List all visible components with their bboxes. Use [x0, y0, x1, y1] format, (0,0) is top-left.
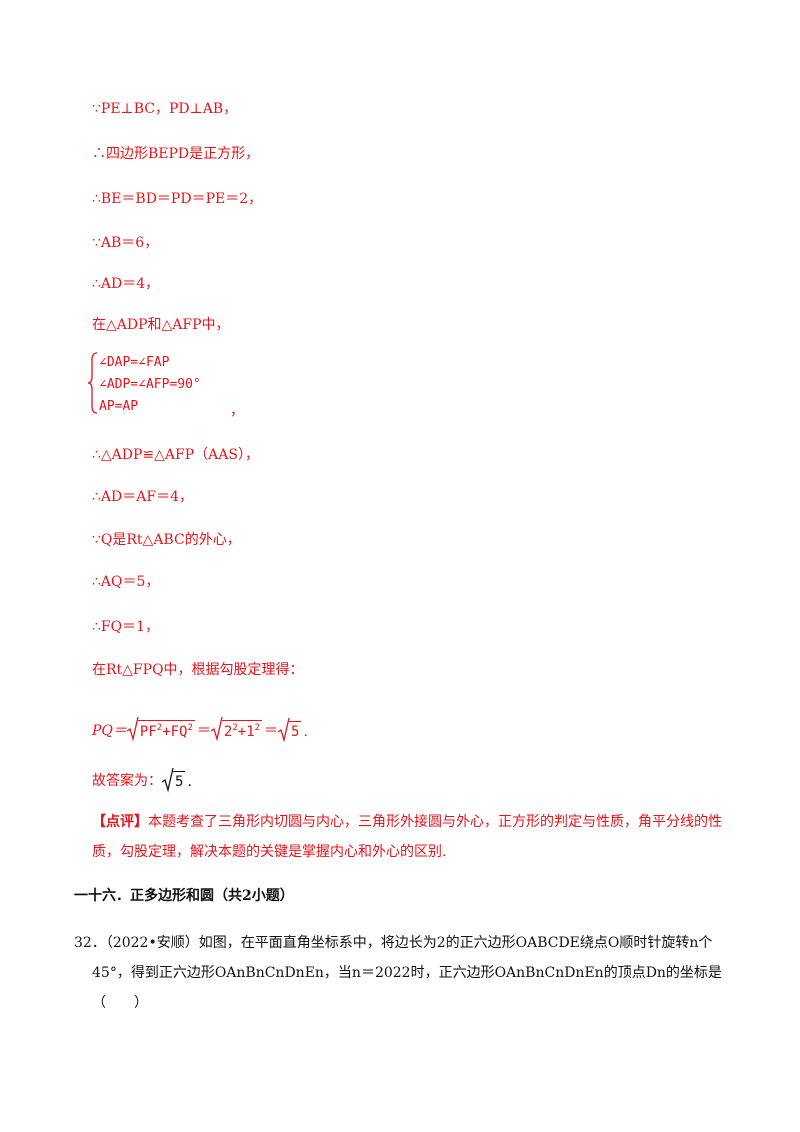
formula-eq-2: ＝ [264, 723, 279, 739]
question-line-2: 45°，得到正六边形OAnBnCnDnEn，当n＝2022时，正六边形OAnBn… [92, 965, 722, 1011]
step-ad: ∴AD＝4， [92, 276, 160, 292]
question-32: 32．（2022•安顺）如图，在平面直角坐标系中，将边长为2的正六边形OABCD… [74, 928, 734, 1018]
radical-sign-icon [278, 717, 290, 743]
sqrt-1: PF2+FQ2 [126, 716, 195, 742]
equation-system: ∠DAP=∠FAP ∠ADP=∠AFP=90° AP=AP ， [88, 352, 244, 419]
step-equal-sides: ∴BE＝BD＝PD＝PE＝2， [92, 191, 263, 207]
radical-sign-icon [162, 767, 174, 793]
pq-formula: PQ＝ PF2+FQ2 ＝ 22+12 ＝ 5 . [92, 710, 308, 743]
comment-text: 本题考查了三角形内切圆与内心，三角形外接圆与外心，正方形的判定与性质，角平分线的… [92, 814, 722, 860]
step-triangles: 在△ADP和△AFP中， [92, 317, 230, 333]
sqrt-3: 5 [278, 717, 302, 743]
step-circumcenter: ∵Q是Rt△ABC的外心， [92, 532, 241, 548]
step-pythagoras: 在Rt△FPQ中，根据勾股定理得： [92, 662, 304, 678]
left-brace-icon [88, 352, 98, 414]
step-congruent: ∴△ADP≌△AFP（AAS）， [92, 447, 259, 463]
formula-end: . [303, 724, 308, 740]
system-row-1: ∠DAP=∠FAP [99, 355, 170, 370]
formula-eq-1: ＝ [196, 723, 211, 739]
section-title: 一十六．正多边形和圆（共2小题） [74, 888, 294, 904]
step-ad-af: ∴AD＝AF＝4， [92, 489, 193, 505]
radical-sign-icon [210, 716, 223, 742]
answer-prefix: 故答案为： [92, 773, 162, 789]
sqrt-2: 22+12 [210, 716, 263, 742]
step-fq: ∴FQ＝1， [92, 619, 160, 635]
step-ab: ∵AB＝6， [92, 235, 159, 251]
answer-end: . [187, 774, 192, 790]
system-row-3: AP=AP [99, 399, 139, 414]
question-line-1: 32．（2022•安顺）如图，在平面直角坐标系中，将边长为2的正六边形OABCD… [74, 935, 713, 951]
step-square: ∴四边形BEPD是正方形， [92, 146, 260, 162]
system-row-2: ∠ADP=∠AFP=90° [99, 377, 201, 392]
radical-sign-icon [126, 716, 139, 742]
comment-paragraph: 【点评】本题考查了三角形内切圆与内心，三角形外接圆与外心，正方形的判定与性质，角… [92, 807, 722, 867]
formula-lhs: PQ＝ [92, 723, 127, 739]
step-aq: ∴AQ＝5， [92, 574, 160, 590]
step-perpendicular: ∵PE⊥BC，PD⊥AB， [92, 101, 238, 117]
system-comma: ， [230, 403, 244, 419]
answer-line: 故答案为： 5 . [92, 760, 192, 793]
answer-sqrt: 5 [162, 767, 186, 793]
comment-tag: 【点评】 [92, 814, 148, 830]
